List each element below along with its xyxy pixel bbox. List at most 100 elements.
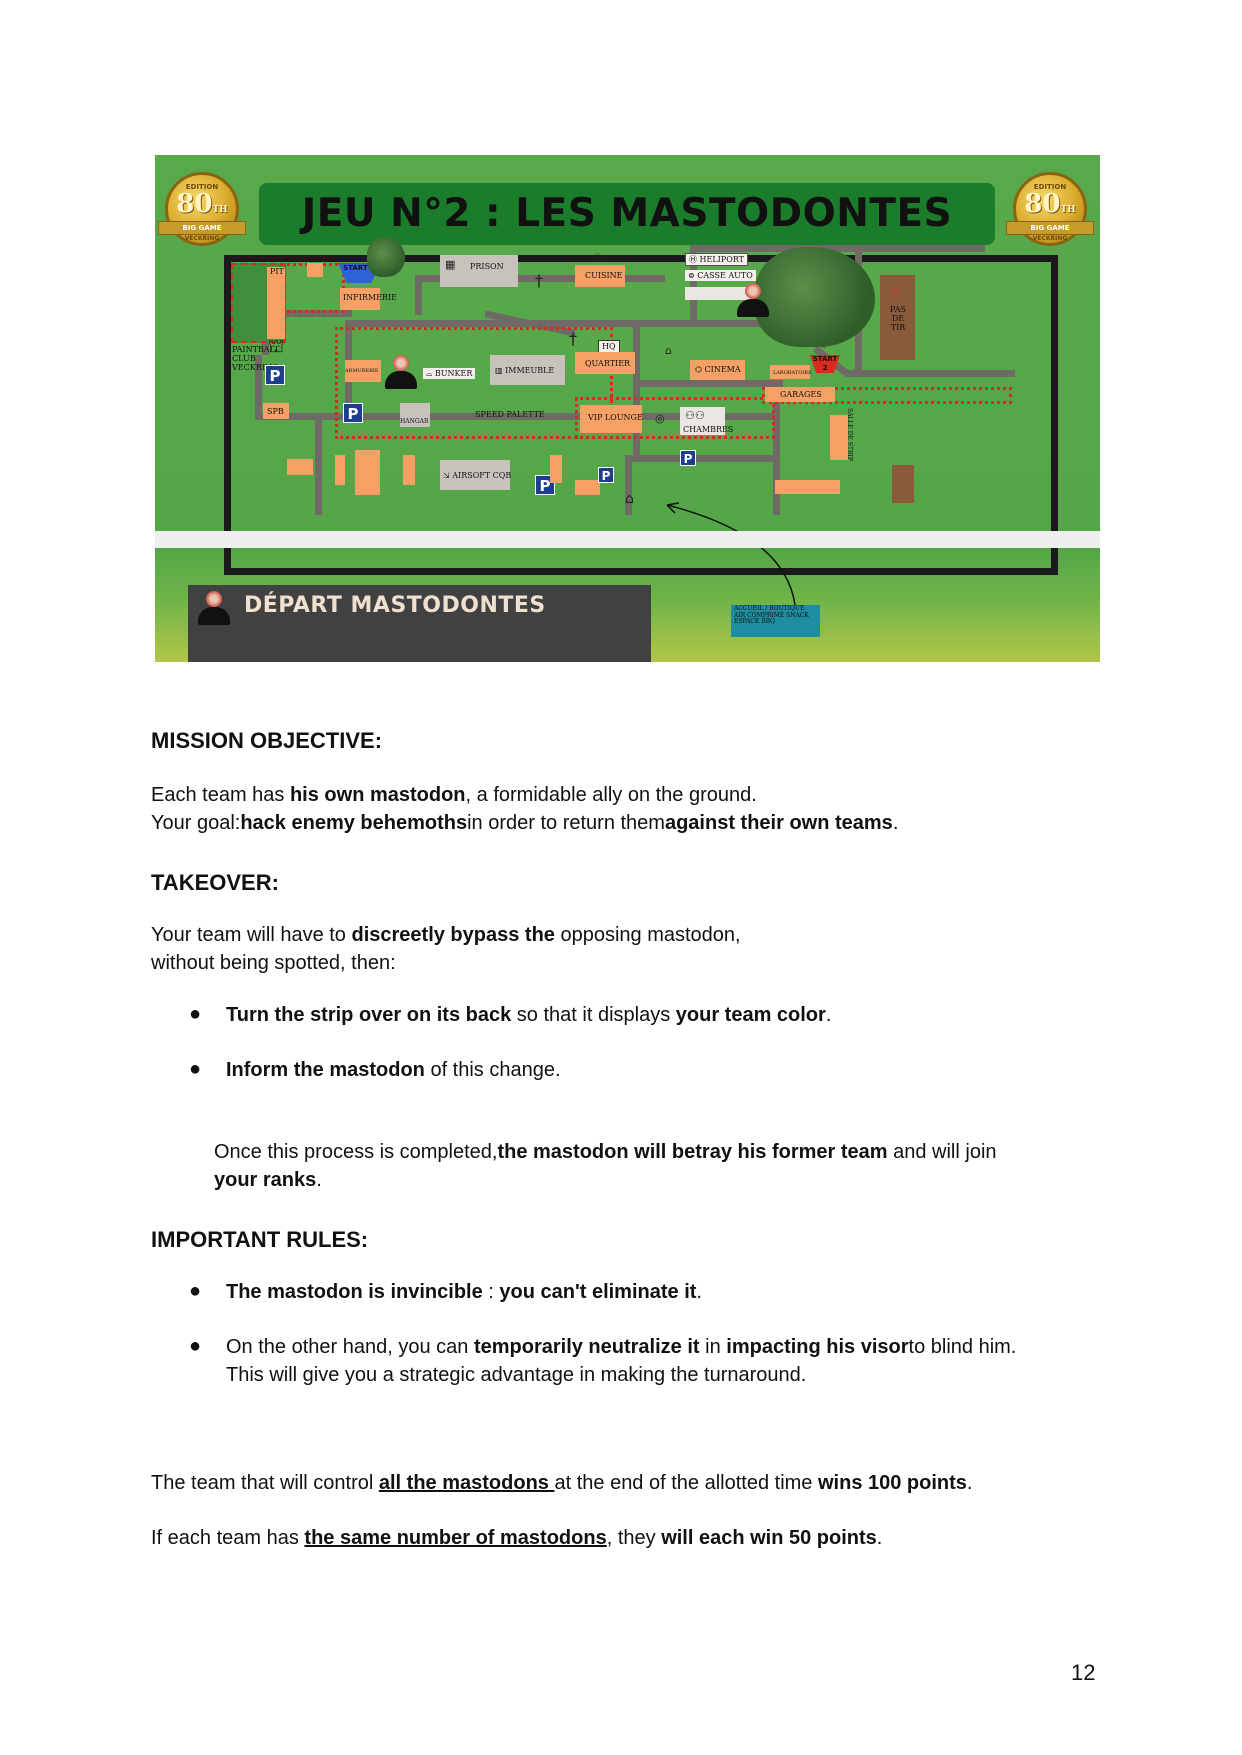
page-number: 12 [1071,1660,1096,1685]
label-speed-palette: SPEED PALETTE [475,410,545,419]
building-cuisine [575,265,625,287]
road [855,245,985,252]
takeover-result-line-1: Once this process is completed,the masto… [214,1141,997,1163]
rules-bullet-1: The mastodon is invincible : you can't e… [226,1281,702,1303]
building [775,480,840,494]
bullet-icon: ● [189,1058,202,1080]
heading-takeover: TAKEOVER: [151,870,279,895]
castle-icon: ⛫ [268,336,285,357]
road [255,355,262,420]
label-quartier: QUARTIER [585,359,631,368]
bullet-icon: ● [189,1335,202,1357]
medal-top-text: EDITION [1033,183,1067,191]
building [892,465,914,503]
label-laboratoire: LABORATOIRE [773,370,812,376]
building [575,480,600,495]
label-prison: PRISON [470,262,504,271]
mastodon-marker [198,591,230,625]
start-2-marker: START 2 [810,355,840,373]
zone-boundary [335,327,613,439]
road [633,320,640,460]
building [355,450,380,495]
takeover-bullet-1: Turn the strip over on its back so that … [226,1004,832,1026]
takeover-bullet-2: Inform the mastodon of this change. [226,1059,561,1081]
medal-top-text: EDITION [185,183,219,191]
label-hangar: HANGAR [400,418,429,425]
site-map: EDITION 80TH BIG GAME VECKRING EDITION 8… [155,155,1100,662]
label-vip-lounge: VIP LOUNGE [588,413,643,422]
takeover-line-1: Your team will have to discreetly bypass… [151,924,741,946]
building [685,287,760,300]
building-laboratoire [770,365,810,379]
building-garages [765,387,835,402]
medal-bottom-text: VECKRING [184,235,220,242]
building [403,455,415,485]
road [773,400,780,515]
label-cuisine: CUISINE [585,271,623,280]
depart-mastodontes-label: DÉPART MASTODONTES [244,593,546,618]
antenna-icon: † [569,329,577,348]
forest [367,237,405,277]
bullet-icon: ● [189,1280,202,1302]
home-icon: ⌂ [625,491,634,507]
label-bunker: ⌓ BUNKER [423,368,476,379]
road [633,380,783,387]
label-salle-de-strip: SALLE DE STRIP [845,408,853,461]
label-immeuble: ▥ IMMEUBLE [495,366,555,375]
road [690,245,870,252]
road [315,420,322,515]
zone-boundary [762,387,1012,404]
building [335,455,345,485]
building-armurerie [345,360,381,382]
bullet-icon: ● [189,1003,202,1025]
building [307,263,323,277]
road [625,455,632,515]
road [415,275,422,315]
antenna-icon: † [535,271,543,290]
building-hangar [400,403,430,427]
scoring-line-2: If each team has the same number of mast… [151,1527,883,1549]
heading-mission-objective: MISSION OBJECTIVE: [151,728,383,753]
building-quartier [575,352,635,374]
building-spb [263,403,289,419]
map-title: JEU N°2 : LES MASTODONTES [259,183,995,245]
medal-left: EDITION 80TH BIG GAME VECKRING [158,172,246,246]
building-immeuble [490,355,565,385]
takeover-result-line-2: your ranks. [214,1169,322,1191]
label-paintball-club: PAINTBALL CLUB VECKRING [232,345,281,372]
mission-line-2: Your goal:hack enemy behemothsin order t… [151,812,899,834]
label-heliport: Ⓗ HELIPORT [685,253,748,266]
prison-icon: ▦ [445,258,456,271]
building-salle-de-strip [830,415,848,460]
label-pas-de-tir: PAS DE TIR [890,305,906,332]
pointer-arrow [666,502,796,606]
medal-number: 80TH [1024,189,1076,219]
building-airsoft-cqb [440,460,510,490]
label-pit: PIT [270,267,284,276]
takeover-line-2: without being spotted, then: [151,952,396,974]
mastodon-marker [737,283,769,317]
building-icon: ⌂ [665,344,672,357]
parking-icon: P [680,450,696,466]
people-icon: ⚇⚇ [685,409,705,422]
parking-icon: P [598,467,614,483]
accueil-label: ACCUEIL / BOUTIQUE AIR COMPRIMÉ SNACK ES… [731,605,820,637]
building [550,455,562,483]
label-chambres: CHAMBRES [683,425,734,434]
medal-ribbon: BIG GAME [1006,221,1094,235]
depart-mastodontes-panel: DÉPART MASTODONTES [188,585,651,662]
label-armurerie: ARMURERIE [345,368,379,374]
road [262,310,352,317]
rules-bullet-2-line-2: This will give you a strategic advantage… [226,1364,807,1386]
cooking-pot-icon: ♨ [593,250,603,263]
label-casse-auto: ⊜ CASSE AUTO [685,270,756,281]
road [690,245,697,325]
building-cinema [690,360,745,380]
mission-line-1: Each team has his own mastodon, a formid… [151,784,757,806]
label-infirmerie: INFIRMERIE [343,293,397,302]
label-cinema: ⌬ CINEMA [695,365,741,374]
road [255,413,775,420]
label-spb: SPB [267,407,284,416]
medal-ribbon: BIG GAME [158,221,246,235]
